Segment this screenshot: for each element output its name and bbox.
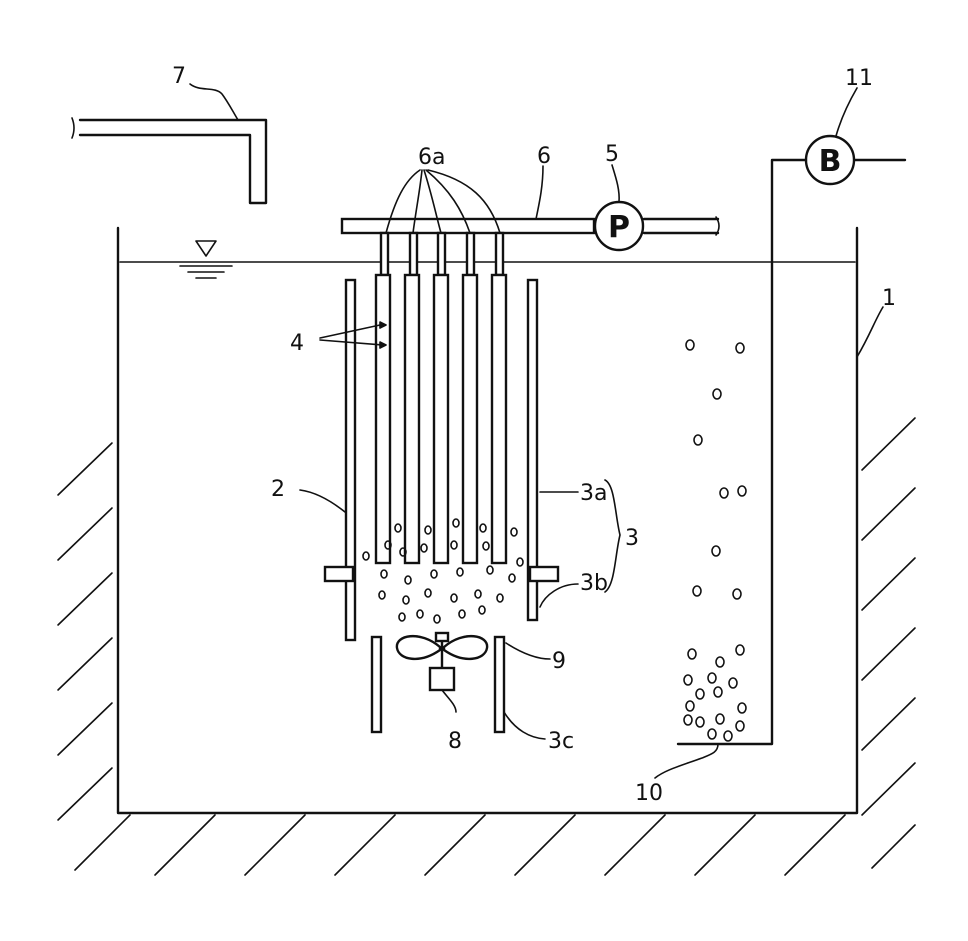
label-1: 1 [882, 286, 896, 311]
tank-wall [116, 226, 859, 815]
label-6: 6 [537, 144, 551, 169]
manifold-pipe [340, 216, 720, 236]
leader-lines [189, 83, 884, 779]
inlet-pipe [71, 117, 268, 205]
label-7: 7 [172, 64, 186, 89]
aeration-bubbles [683, 339, 747, 742]
electrolysis-bubbles [362, 518, 524, 624]
label-3b: 3b [580, 571, 608, 596]
electrodes [374, 273, 508, 565]
part-labels: 7 6a 6 5 11 1 4 2 3a 3 3b 9 8 3c 10 [172, 64, 896, 806]
motor [428, 666, 456, 692]
lower-cylinder [370, 635, 506, 734]
label-8: 8 [448, 729, 462, 754]
label-4: 4 [290, 331, 304, 356]
ground-hatching-left [57, 442, 131, 871]
label-3: 3 [625, 526, 639, 551]
branch-pipes [379, 231, 505, 277]
air-line [676, 158, 808, 746]
ground-hatching-right [861, 417, 916, 869]
ground-hatching-bottom [154, 814, 846, 876]
label-11: 11 [845, 66, 873, 91]
impeller [395, 631, 489, 670]
label-9: 9 [552, 649, 566, 674]
blower-circle [804, 134, 856, 186]
pump-symbol: P [608, 210, 630, 245]
label-3a: 3a [580, 481, 607, 506]
label-3c: 3c [548, 729, 574, 754]
cylinder-walls [323, 278, 560, 642]
water-level-symbol [179, 240, 233, 279]
label-6a: 6a [418, 145, 445, 170]
label-5: 5 [605, 142, 619, 167]
blower-symbol: B [819, 144, 842, 179]
label-10: 10 [635, 781, 663, 806]
label-2: 2 [271, 477, 285, 502]
